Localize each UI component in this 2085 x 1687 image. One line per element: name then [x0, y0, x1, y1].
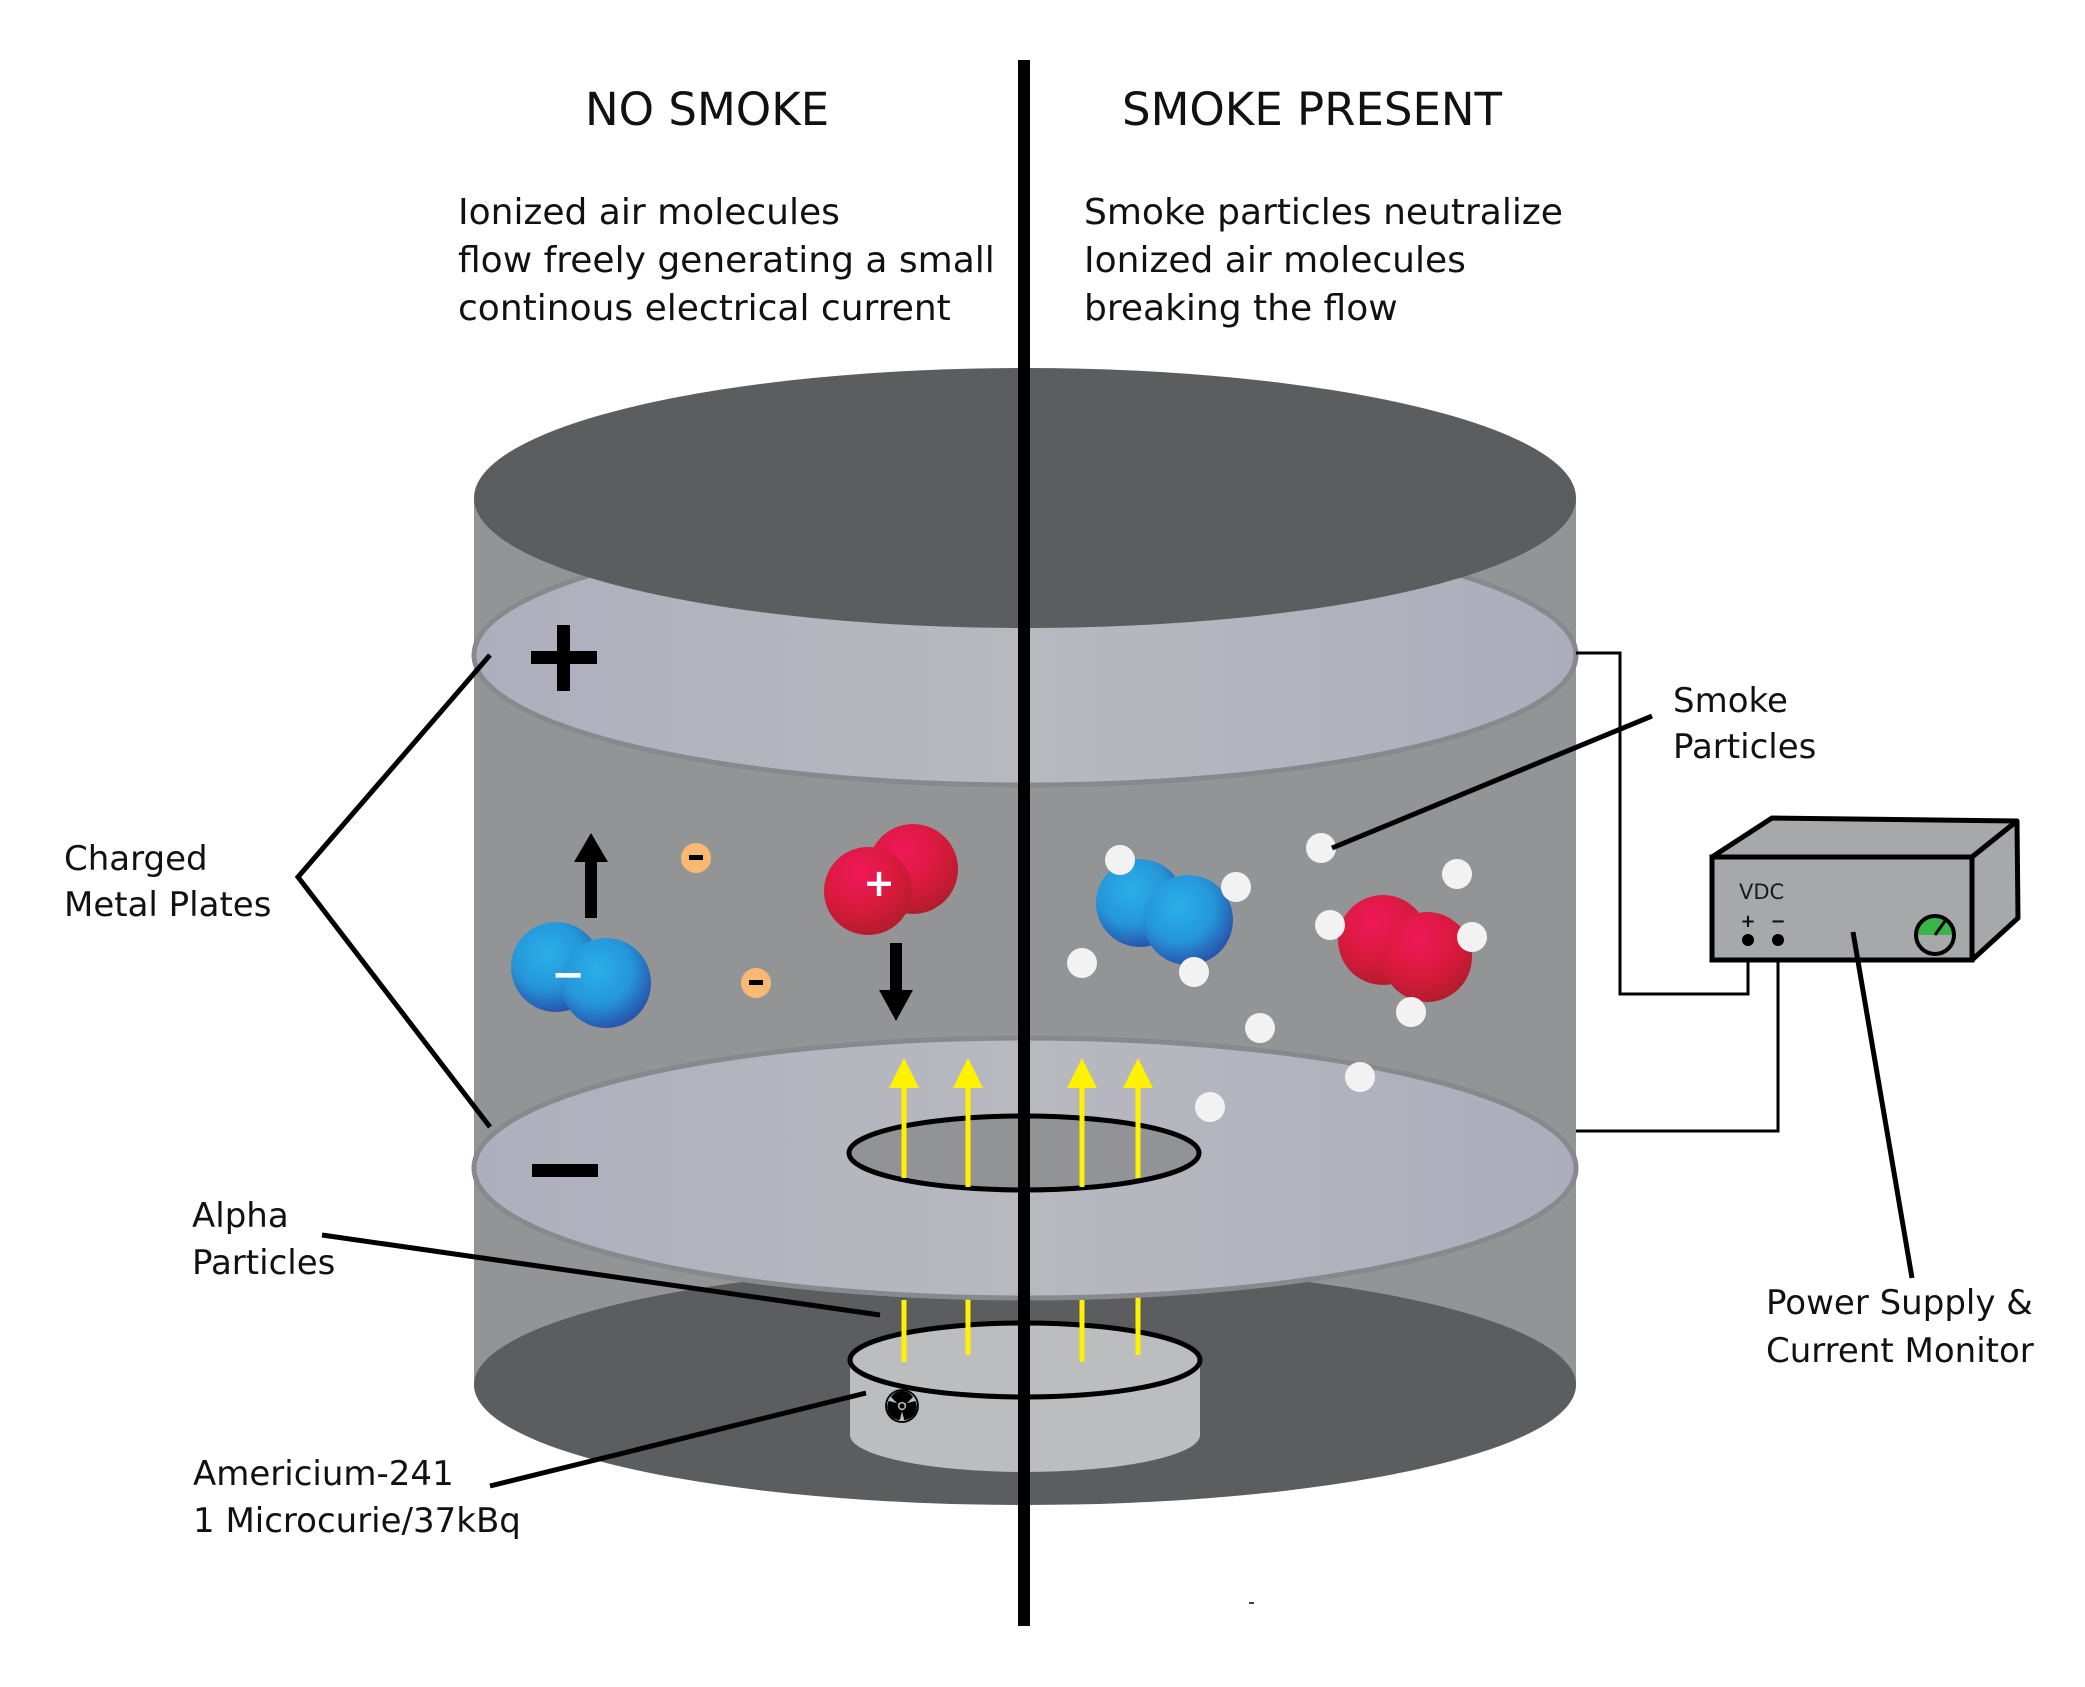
smoke-particles-label: Smoke Particles: [1673, 681, 1816, 767]
smoke-particle: [1396, 997, 1426, 1027]
description-line: flow freely generating a small: [458, 240, 995, 281]
smoke-particle: [1221, 872, 1251, 902]
minus-sign-icon: [532, 1164, 598, 1177]
leader-lines: [294, 653, 1915, 1489]
smoke-particle: [1179, 957, 1209, 987]
wiring: [1576, 651, 1780, 1133]
description-line: breaking the flow: [1084, 288, 1398, 329]
americium-leader: [489, 1390, 867, 1489]
negative-ion: −: [511, 922, 651, 1028]
smoke-particles: [1067, 833, 1487, 1122]
positive-ion: +: [824, 824, 958, 935]
plus-sign-icon: [531, 625, 597, 691]
power-supply-leader: [1850, 931, 1915, 1279]
smoke-particle: [1105, 845, 1135, 875]
terminal-positive: [1742, 934, 1754, 946]
smoke-particle: [1345, 1062, 1375, 1092]
charged-plates-label: Charged Metal Plates: [64, 839, 271, 925]
terminal-positive-label: +: [1740, 911, 1755, 932]
neutralized-positive-ion: [1338, 895, 1472, 1002]
terminal-negative: [1772, 934, 1784, 946]
smoke-particle: [1245, 1013, 1275, 1043]
smoke-present-heading: SMOKE PRESENT: [1122, 83, 1503, 136]
no-smoke-heading: NO SMOKE: [585, 83, 829, 136]
alpha-arrow: [889, 1058, 919, 1178]
alpha-arrow: [1123, 1058, 1153, 1178]
description-line: Ionized air molecules: [458, 192, 840, 233]
smoke-particle: [1195, 1092, 1225, 1122]
down-arrow-icon: [879, 943, 913, 1021]
label-line: Particles: [1673, 727, 1816, 767]
radiation-trefoil-icon: [885, 1389, 919, 1423]
alpha-particles-upper: [889, 1058, 1153, 1187]
smoke-particle: [1457, 922, 1487, 952]
smoke-particle: [1306, 833, 1336, 863]
negative-wire: [1576, 940, 1780, 1133]
charged-plates-leader: [294, 653, 492, 1129]
electron: [681, 843, 711, 873]
smoke-particles-leader: [1331, 713, 1653, 851]
positive-wire: [1576, 651, 1750, 996]
label-line: Power Supply &: [1766, 1283, 2033, 1323]
negative-ion-sign: −: [551, 952, 585, 998]
label-line: Particles: [192, 1243, 335, 1283]
power-supply-box: VDC + −: [1709, 815, 2021, 963]
label-line: Alpha: [192, 1196, 289, 1236]
alpha-arrow: [953, 1058, 983, 1187]
alpha-particles-leader: [321, 1232, 881, 1318]
no-smoke-ions: − +: [511, 824, 958, 1028]
alpha-particles-lower: [901, 1294, 1141, 1362]
smoke-particle: [1067, 948, 1097, 978]
smoke-particle: [1315, 910, 1345, 940]
label-line: Charged: [64, 839, 208, 879]
description-line: Smoke particles neutralize: [1084, 192, 1563, 233]
box-top: [1709, 815, 2020, 860]
electron: [741, 968, 771, 998]
description-line: Ionized air molecules: [1084, 240, 1466, 281]
positive-ion-sign: +: [863, 861, 895, 905]
label-line: Metal Plates: [64, 885, 271, 925]
label-line: Current Monitor: [1766, 1331, 2034, 1371]
description-line: continous electrical current: [458, 288, 951, 329]
label-line: Americium-241: [193, 1454, 454, 1494]
label-line: 1 Microcurie/37kBq: [193, 1501, 521, 1541]
power-supply-label: Power Supply & Current Monitor: [1766, 1283, 2034, 1371]
terminal-negative-label: −: [1770, 911, 1785, 932]
vdc-label: VDC: [1739, 880, 1784, 904]
smoke-present-description: Smoke particles neutralize Ionized air m…: [1084, 192, 1563, 329]
smoke-present-ions: [1067, 833, 1487, 1122]
neutralized-negative-ion: [1096, 859, 1233, 965]
americium-source-label: Americium-241 1 Microcurie/37kBq: [193, 1454, 521, 1541]
no-smoke-description: Ionized air molecules flow freely genera…: [458, 192, 995, 329]
current-gauge-icon: [1914, 914, 1956, 956]
label-line: Smoke: [1673, 681, 1788, 721]
smoke-particle: [1442, 859, 1472, 889]
alpha-particles-label: Alpha Particles: [192, 1196, 335, 1283]
up-arrow-icon: [574, 833, 608, 918]
alpha-arrow: [1067, 1058, 1097, 1187]
